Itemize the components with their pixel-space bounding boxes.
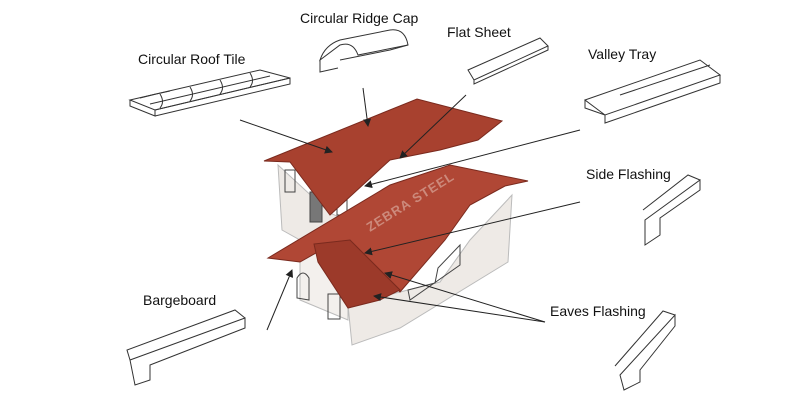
label-valley-tray: Valley Tray [588,46,657,62]
label-circular-roof-tile: Circular Roof Tile [138,51,246,67]
arrow-flat-sheet [399,94,467,159]
upper-roof [263,98,504,216]
roof-tile-icon [128,69,291,117]
label-bargeboard: Bargeboard [143,292,217,308]
eaves-flashing-icon [614,310,676,391]
arrow-bargeboard [266,269,293,331]
arrow-ridge-cap [362,87,372,127]
garage-door [407,243,461,301]
window [327,293,341,320]
arrow-eaves-2 [373,293,546,323]
window [284,169,296,193]
house: ZEBRA STEEL [263,98,529,346]
side-flashing-icon [642,174,701,246]
valley-tray-icon [583,59,722,124]
label-flat-sheet: Flat Sheet [447,24,511,40]
arrow-roof-tile [239,119,333,154]
label-circular-ridge-cap: Circular Ridge Cap [300,10,419,26]
flat-sheet-icon [467,37,549,85]
arrows [239,87,581,331]
label-eaves-flashing: Eaves Flashing [550,303,646,319]
window [296,272,310,301]
arrow-side-flashing [364,201,581,256]
arrow-valley-tray [364,129,581,189]
arrow-eaves-1 [384,271,546,323]
ridge-cap-icon [319,29,409,73]
label-side-flashing: Side Flashing [586,166,671,182]
bargeboard-icon [126,309,246,386]
